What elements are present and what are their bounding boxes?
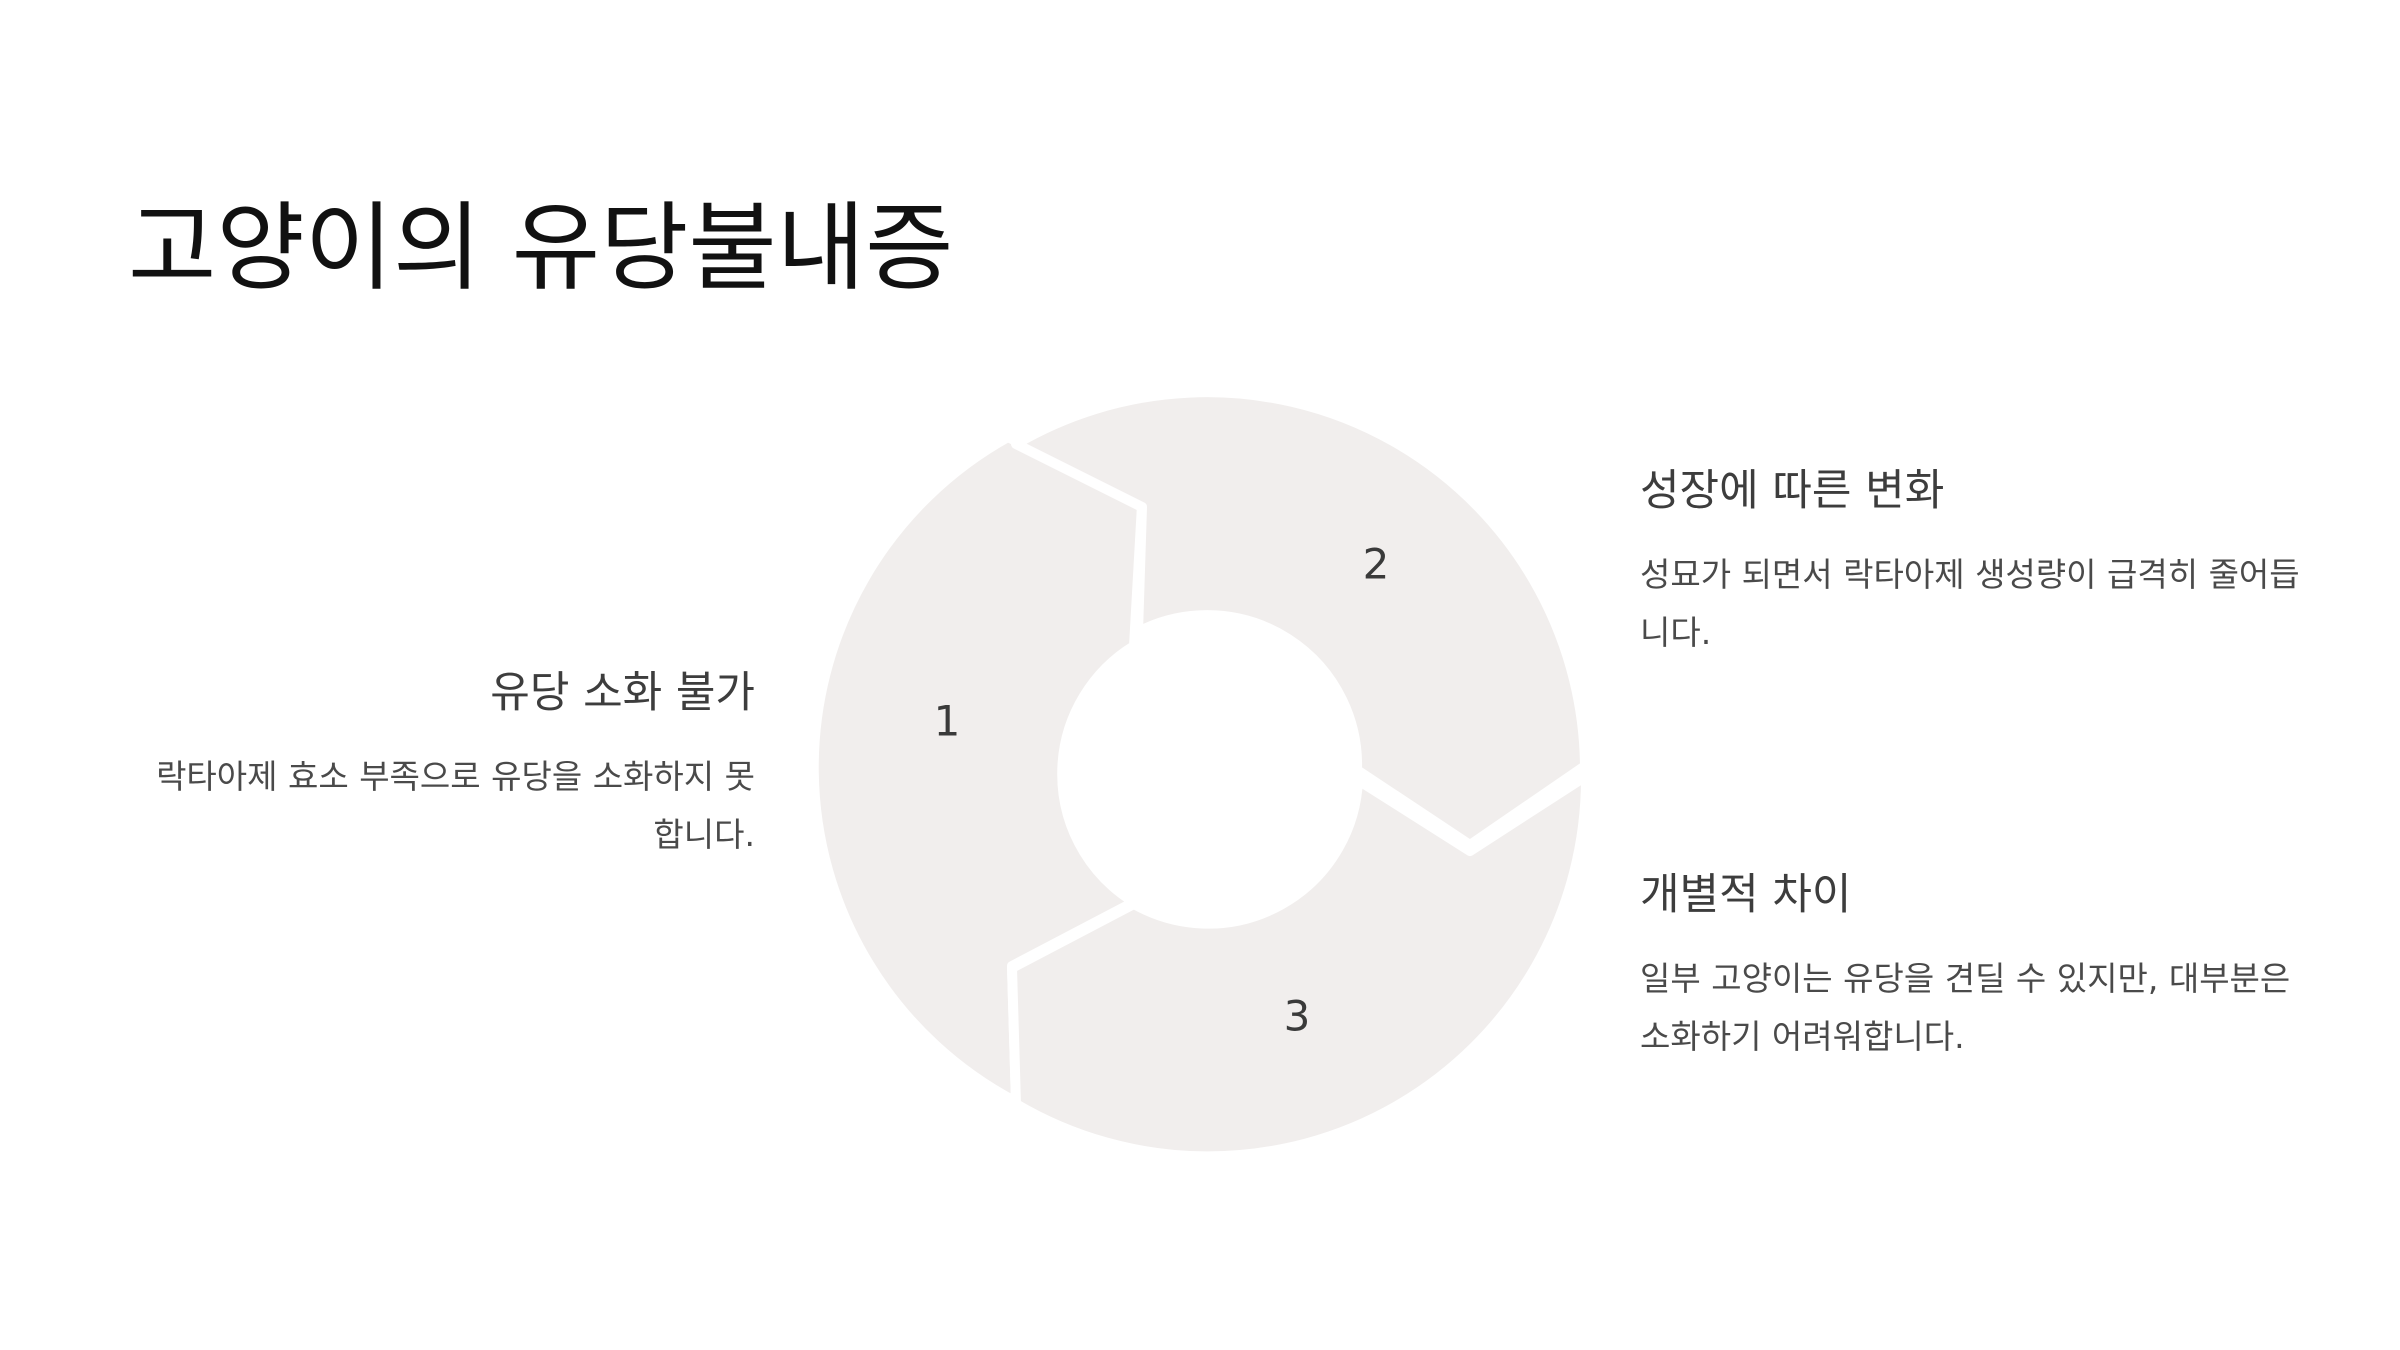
- item-heading: 성장에 따른 변화: [1640, 466, 1945, 516]
- item-heading: 개별적 차이: [1640, 870, 1852, 920]
- item-description: 성묘가 되면서 락타아제 생성량이 급격히 줄어듭니다.: [1640, 554, 2300, 652]
- item-change-with-growth: 성장에 따른 변화 성묘가 되면서 락타아제 생성량이 급격히 줄어듭니다.: [1640, 466, 2300, 662]
- cycle-segment-2: [1011, 387, 1590, 850]
- item-heading: 유당 소화 불가: [490, 668, 755, 718]
- item-individual-difference: 개별적 차이 일부 고양이는 유당을 견딜 수 있지만, 대부분은 소화하기 어…: [1640, 870, 2300, 1066]
- cycle-segment-1: [808, 432, 1147, 1107]
- item-description: 락타아제 효소 부족으로 유당을 소화하지 못합니다.: [156, 756, 755, 854]
- item-description: 일부 고양이는 유당을 견딜 수 있지만, 대부분은 소화하기 어려워합니다.: [1640, 958, 2291, 1056]
- cycle-segment-3-number: 3: [1284, 992, 1311, 1041]
- cycle-segment-2-number: 2: [1363, 540, 1390, 589]
- page-title: 고양이의 유당불내증: [128, 192, 954, 304]
- cycle-segment-3: [1007, 771, 1592, 1162]
- cycle-segment-1-number: 1: [934, 697, 961, 746]
- item-lactose-indigestion: 유당 소화 불가 락타아제 효소 부족으로 유당을 소화하지 못합니다.: [130, 668, 755, 864]
